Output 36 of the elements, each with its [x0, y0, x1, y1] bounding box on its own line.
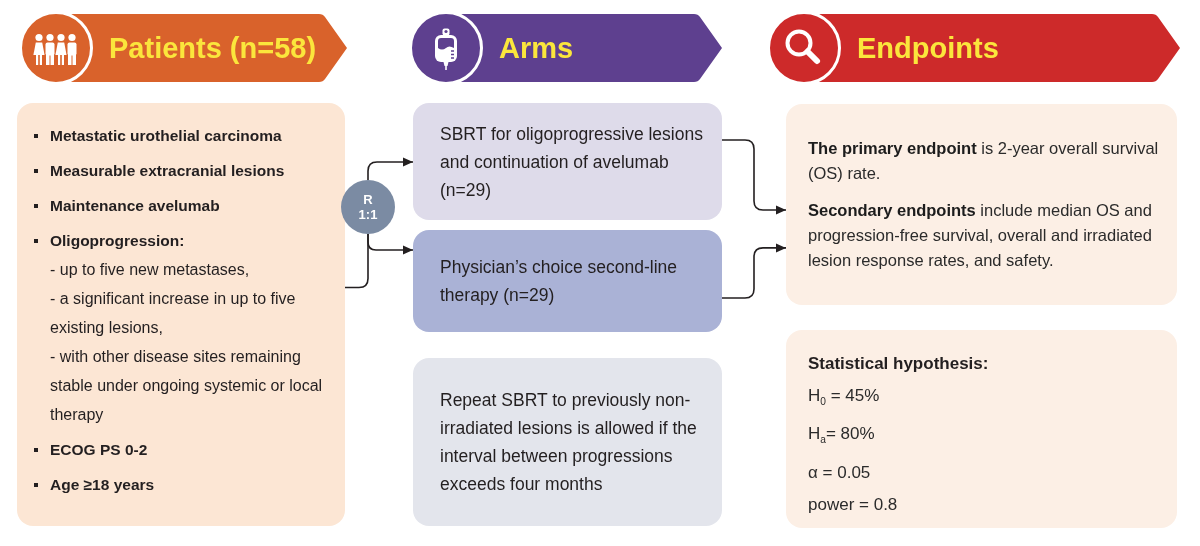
sub-item: - a significant increase in up to five existing lesions,: [50, 289, 297, 338]
list-item: Metastatic urothelial carcinoma: [33, 121, 335, 150]
header-banner: [767, 11, 1180, 85]
banner-title: Arms: [499, 31, 574, 65]
treatment-arm-panel: [413, 230, 722, 332]
arm-text: SBRT for oligoprogressive lesions and continuation of avelumab (n=29): [440, 122, 704, 202]
banner-title: Patients (n=58): [109, 31, 317, 65]
endpoint-text: Secondary endpoints include median OS and progression-free survival, overall and irradiated lesion response rates, and safety.: [808, 200, 1153, 271]
arm-text: Physician’s choice second-line therapy (n=29): [440, 256, 679, 307]
list-item: Maintenance avelumab: [33, 191, 335, 220]
sub-item: - with other disease sites remaining stable under ongoing systemic or local therapy: [50, 347, 324, 425]
note-panel: [413, 358, 722, 526]
treatment-arm-panel: [413, 103, 722, 220]
list-item: ECOG PS 0-2: [33, 435, 335, 464]
note-text: Repeat SBRT to previously non-irradiated lesions is allowed if the interval between progressions exceeds four months: [440, 389, 698, 496]
hypothesis-panel: [786, 330, 1177, 528]
list-item: Measurable extracranial lesions: [33, 156, 335, 185]
arrow: [721, 139, 787, 215]
arrow: [367, 233, 414, 255]
hypothesis-line: power = 0.8: [808, 493, 899, 516]
sub-item: - up to five new metastases,: [50, 260, 251, 280]
arrow: [721, 243, 787, 299]
hypothesis-line: H$_{a}$= 80%: [808, 423, 876, 448]
hypothesis-line: α = 0.05: [808, 461, 872, 484]
criteria-panel: [17, 103, 345, 526]
header-banner: [409, 11, 722, 85]
list-item: Age ≥18 years: [33, 470, 335, 499]
header-banner: [19, 11, 347, 85]
randomization-circle: R 1:1: [341, 180, 395, 234]
banner-title: Endpoints: [857, 31, 999, 65]
endpoint-text: The primary endpoint is 2-year overall survival (OS) rate.: [808, 138, 1160, 184]
arrow: [367, 157, 414, 181]
hypothesis-line: H$_{0}$ = 45%: [808, 385, 881, 410]
list-item: Oligoprogression:: [33, 226, 335, 255]
hypothesis-heading: Statistical hypothesis:: [808, 353, 990, 375]
endpoints-panel: [786, 104, 1177, 305]
